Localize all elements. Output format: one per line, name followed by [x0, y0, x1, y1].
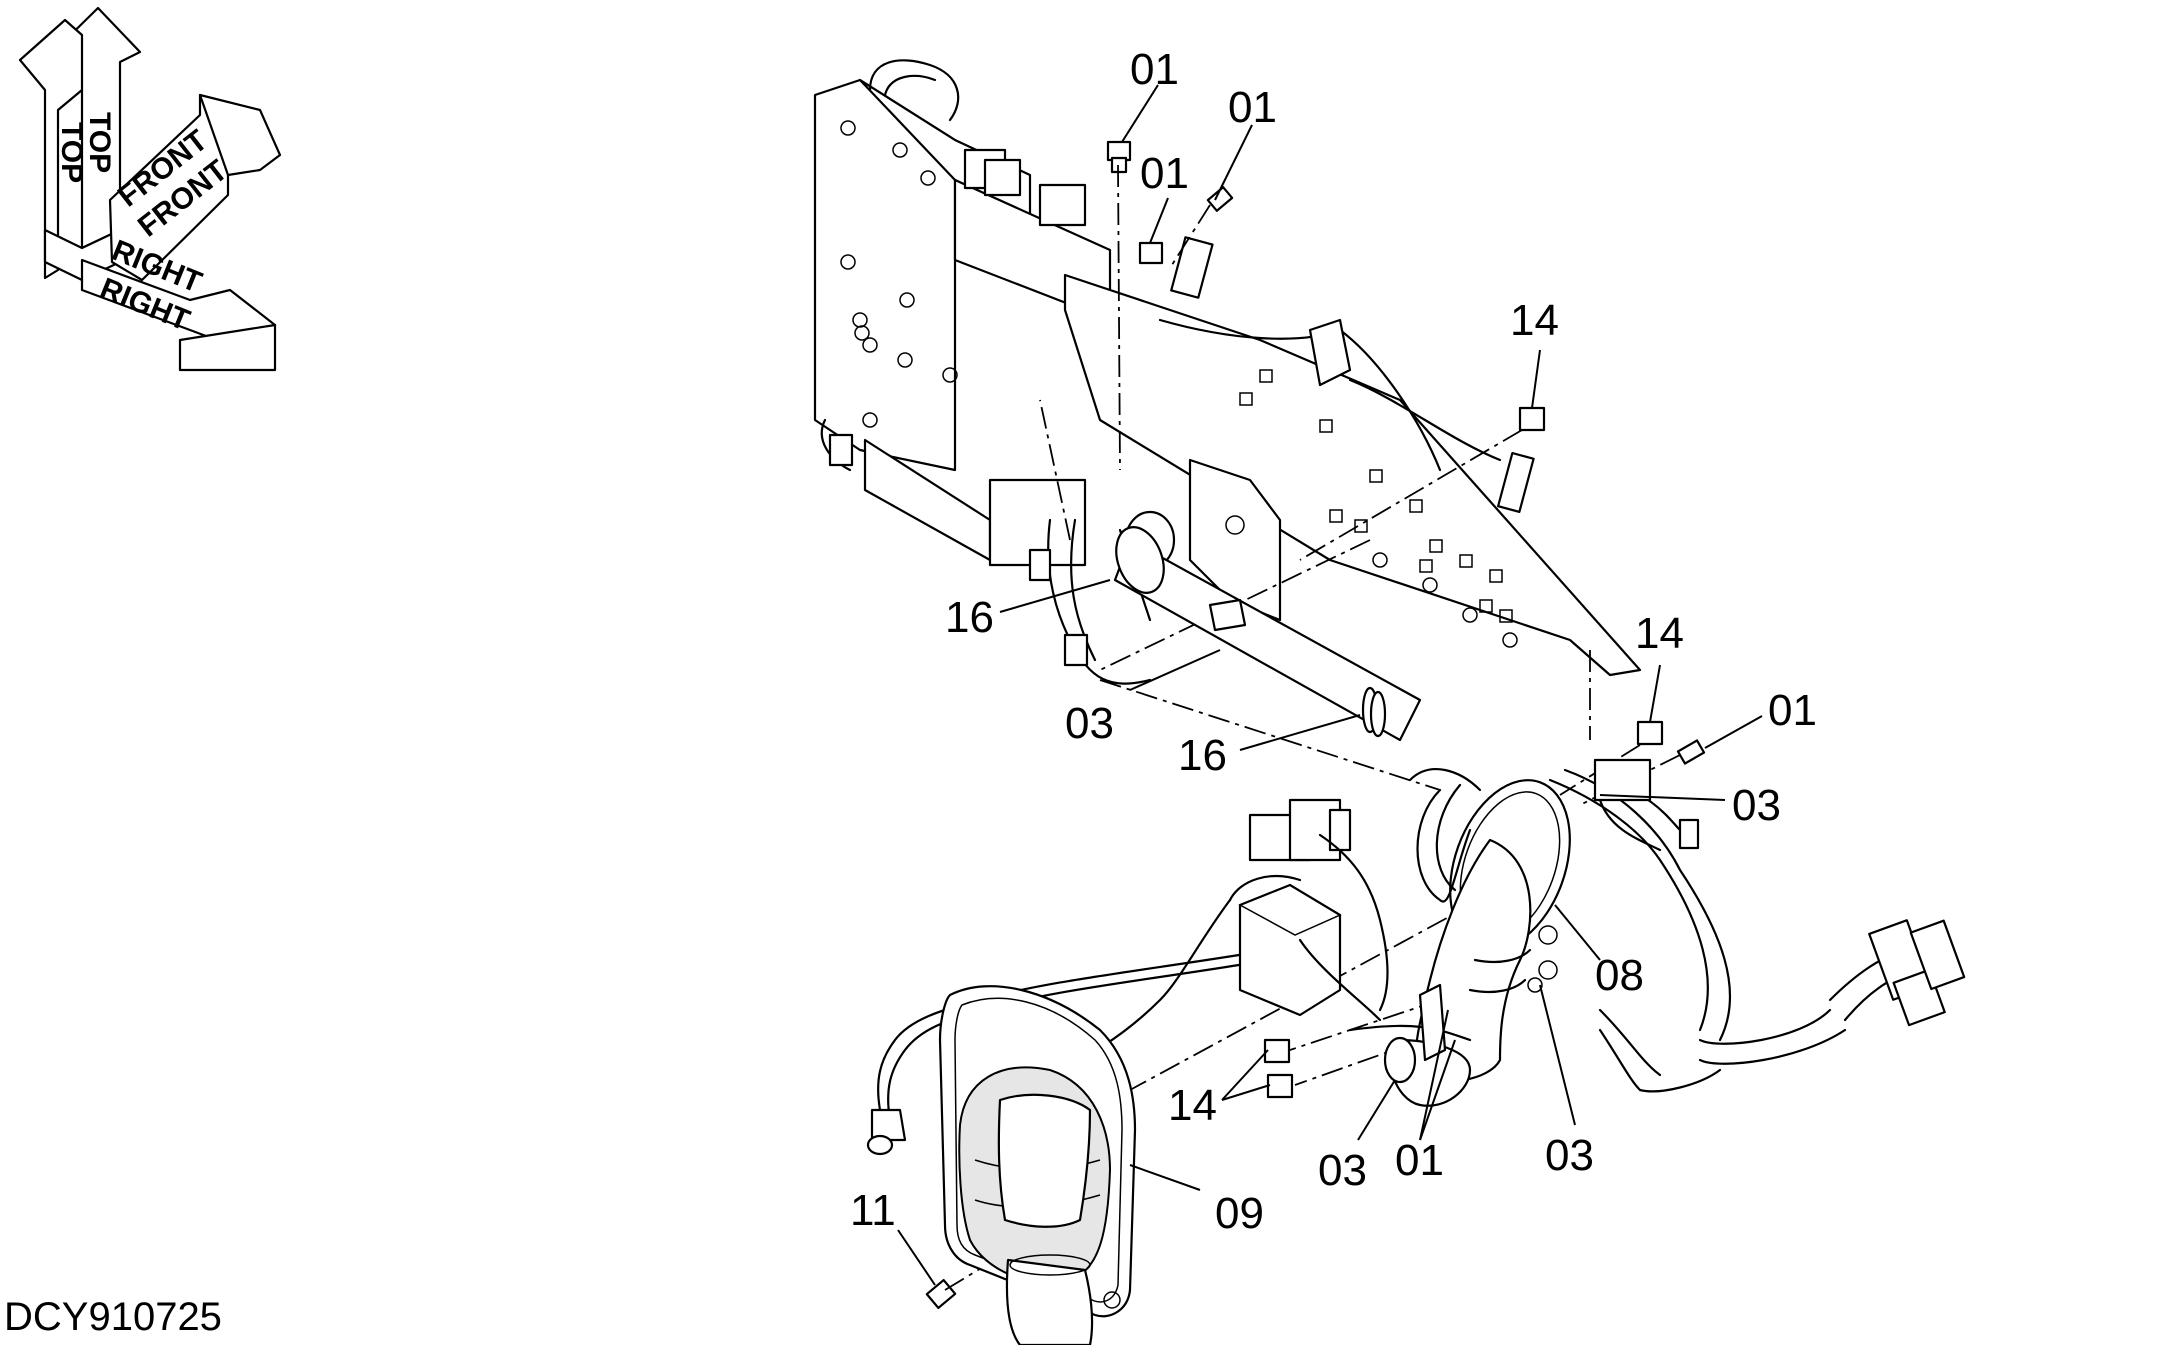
control-box-bracket [813, 59, 1642, 685]
callout-03-upper: 03 [1065, 699, 1114, 748]
bolt-14b [1636, 720, 1664, 746]
callout-14-upper: 14 [1510, 296, 1559, 345]
callout-03-lower-right: 03 [1545, 1131, 1594, 1180]
duct-tube [1113, 526, 1422, 742]
callout-03-lower-left: 03 [1318, 1146, 1367, 1195]
leader-lines [897, 84, 1763, 1286]
callout-09: 09 [1215, 1189, 1264, 1238]
callout-03-right: 03 [1732, 781, 1781, 830]
callout-14-right: 14 [1635, 609, 1684, 658]
hose-and-seal-ring [1348, 779, 1571, 1107]
callout-01-right: 01 [1768, 686, 1817, 735]
bolt-14c-1 [1263, 1038, 1291, 1064]
bolt-14a [1518, 406, 1546, 432]
bolt-14c-2 [1266, 1073, 1294, 1099]
callout-labels: 01 01 01 14 16 03 16 14 01 03 08 14 03 0… [850, 45, 1817, 1238]
drawing-code: DCY910725 [4, 1295, 222, 1339]
callout-16-left: 16 [945, 593, 994, 642]
top-label-2: TOP [83, 112, 116, 173]
callout-01-upper-right: 01 [1228, 83, 1277, 132]
wire-harness [866, 758, 1966, 1156]
top-label-1: TOP [55, 122, 88, 183]
callout-08: 08 [1595, 951, 1644, 1000]
orientation-arrows-icon: TOP TOP FRONT FRONT RIGHT RIGHT [18, 6, 282, 372]
plate-bolts [840, 120, 958, 428]
bolt-01c [1138, 241, 1164, 265]
bolt-01d [1676, 739, 1706, 765]
vent-cover [938, 985, 1137, 1345]
callout-14-lower: 14 [1168, 1081, 1217, 1130]
bolt-01b [1206, 186, 1234, 212]
screw-11 [925, 1278, 957, 1310]
callout-16-lower: 16 [1178, 731, 1227, 780]
callout-01-mid: 01 [1140, 149, 1189, 198]
plate-studs [1239, 369, 1518, 648]
callout-01-lower: 01 [1395, 1136, 1444, 1185]
callout-11: 11 [850, 1186, 896, 1235]
callout-01-top: 01 [1130, 45, 1179, 94]
